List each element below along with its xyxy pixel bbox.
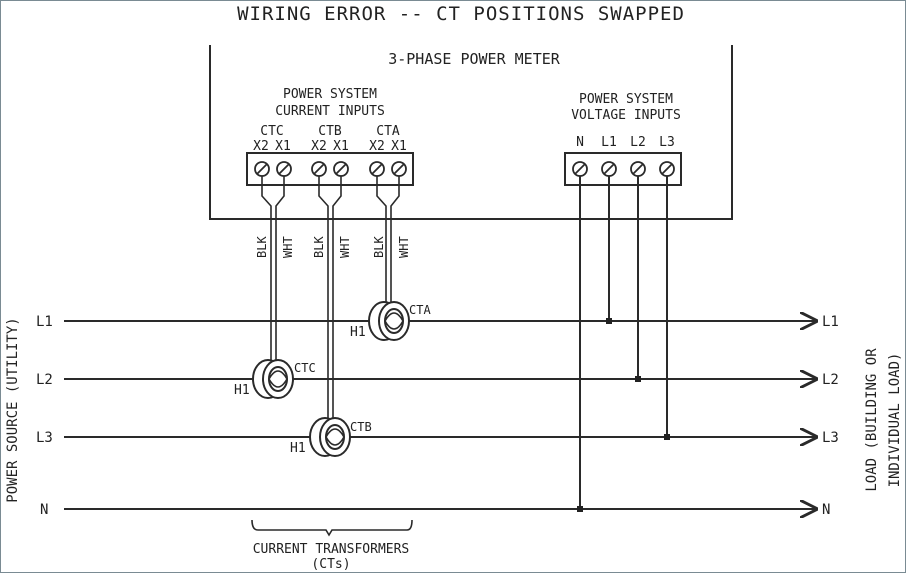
- source-n-label: N: [40, 502, 48, 518]
- ctc-label: CTC: [294, 361, 316, 375]
- current-inputs-heading-1: POWER SYSTEM: [283, 87, 377, 102]
- cta-label: CTA: [409, 303, 431, 317]
- load-side-label-1: LOAD (BUILDING OR: [864, 348, 880, 492]
- voltage-l1-label: L1: [601, 135, 617, 150]
- cta-x2-label: X2: [369, 139, 385, 154]
- voltage-l3-label: L3: [659, 135, 675, 150]
- ct-brace: [251, 519, 413, 537]
- ctb-coil-icon: [309, 417, 351, 457]
- ctc-group-label: CTC: [260, 124, 283, 139]
- source-l2-label: L2: [36, 372, 53, 388]
- source-l3-label: L3: [36, 430, 53, 446]
- load-l1-label: L1: [822, 314, 839, 330]
- junction-l2: [635, 376, 641, 382]
- junction-l3: [664, 434, 670, 440]
- load-l3-label: L3: [822, 430, 839, 446]
- load-l2-label: L2: [822, 372, 839, 388]
- ctc-x2-label: X2: [253, 139, 269, 154]
- load-side-label-2: INDIVIDUAL LOAD): [887, 353, 903, 488]
- load-n-label: N: [822, 502, 830, 518]
- ctb-group-label: CTB: [318, 124, 342, 139]
- ctb-label: CTB: [350, 420, 372, 434]
- cta-blk-wire: [376, 176, 387, 306]
- voltage-inputs-heading-2: VOLTAGE INPUTS: [571, 108, 681, 123]
- junction-n: [577, 506, 583, 512]
- voltage-inputs-heading-1: POWER SYSTEM: [579, 92, 673, 107]
- cta-group-label: CTA: [376, 124, 400, 139]
- ct-caption-line2: (CTs): [311, 557, 350, 572]
- voltage-n-label: N: [576, 135, 584, 150]
- source-l1-label: L1: [36, 314, 53, 330]
- terminal-ctc-x1: [276, 161, 292, 177]
- cta-blk-label: BLK: [372, 236, 386, 258]
- ctb-x2-label: X2: [311, 139, 327, 154]
- ctc-wht-label: WHT: [281, 236, 295, 258]
- current-inputs-heading-2: CURRENT INPUTS: [275, 104, 385, 119]
- ctb-blk-wire: [318, 176, 329, 422]
- terminal-ctc-x2: [254, 161, 270, 177]
- cta-h1-label: H1: [350, 325, 366, 340]
- cta-wht-label: WHT: [397, 236, 411, 258]
- ctb-wht-wire: [332, 176, 342, 422]
- ctc-blk-label: BLK: [255, 236, 269, 258]
- ctc-blk-wire: [261, 176, 272, 364]
- ctb-wht-label: WHT: [338, 236, 352, 258]
- terminal-v-l1: [601, 161, 617, 177]
- terminal-ctb-x1: [333, 161, 349, 177]
- junction-l1: [606, 318, 612, 324]
- terminal-cta-x1: [391, 161, 407, 177]
- ctc-wht-wire: [275, 176, 285, 364]
- ctc-coil-icon: [252, 359, 294, 399]
- diagram-title: WIRING ERROR -- CT POSITIONS SWAPPED: [237, 3, 685, 25]
- ctb-x1-label: X1: [333, 139, 349, 154]
- source-side-label: POWER SOURCE (UTILITY): [5, 317, 21, 502]
- voltage-l2-label: L2: [630, 135, 646, 150]
- ctb-blk-label: BLK: [312, 236, 326, 258]
- meter-enclosure: [209, 45, 733, 220]
- terminal-v-l2: [630, 161, 646, 177]
- terminal-v-l3: [659, 161, 675, 177]
- current-terminal-block: [246, 152, 414, 186]
- ctb-h1-label: H1: [290, 441, 306, 456]
- ct-caption-line1: CURRENT TRANSFORMERS: [253, 542, 410, 557]
- cta-x1-label: X1: [391, 139, 407, 154]
- cta-wht-wire: [390, 176, 400, 306]
- terminal-cta-x2: [369, 161, 385, 177]
- terminal-v-n: [572, 161, 588, 177]
- ctc-h1-label: H1: [234, 383, 250, 398]
- meter-label: 3-PHASE POWER METER: [388, 50, 561, 68]
- ctc-x1-label: X1: [275, 139, 291, 154]
- terminal-ctb-x2: [311, 161, 327, 177]
- cta-coil-icon: [368, 301, 410, 341]
